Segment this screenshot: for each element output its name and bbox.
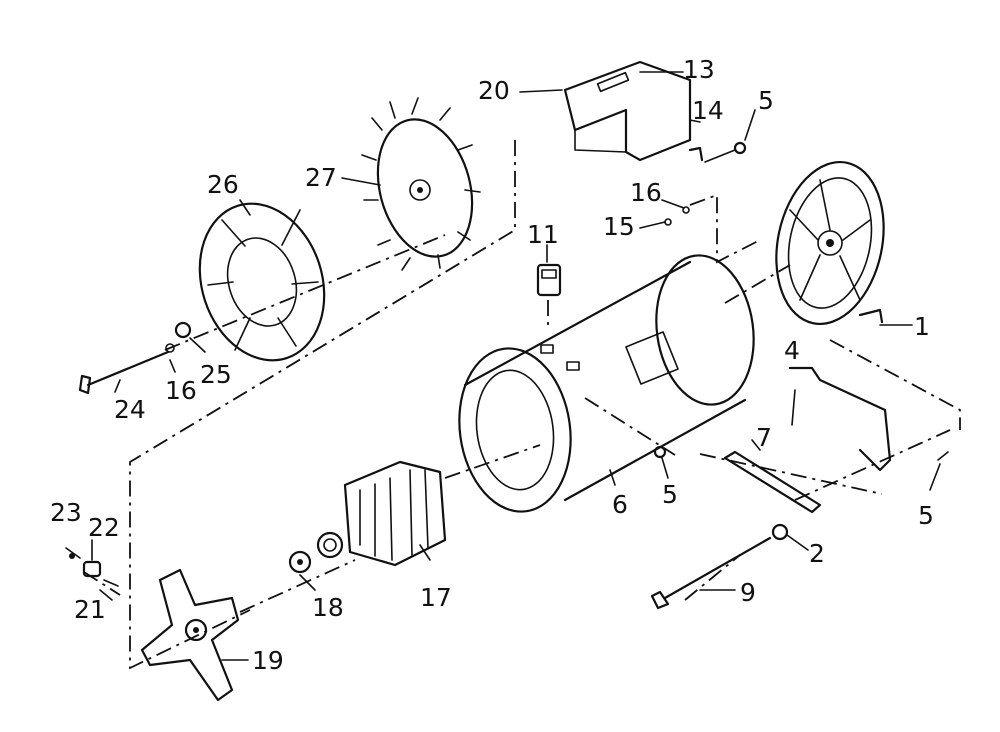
label-part-4: 4	[784, 336, 800, 365]
label-part-25: 25	[200, 360, 232, 389]
label-part-19: 19	[252, 646, 284, 675]
label-part-23: 23	[50, 498, 82, 527]
label-part-1: 1	[914, 312, 930, 341]
label-part-24: 24	[114, 395, 146, 424]
label-part-9: 9	[740, 578, 756, 607]
label-part-2: 2	[809, 539, 825, 568]
brush-parts-drawing	[69, 553, 119, 587]
label-part-11: 11	[527, 220, 559, 249]
label-part-7: 7	[756, 423, 772, 452]
armature-drawing	[316, 460, 447, 567]
shroud-drawing	[563, 60, 692, 162]
label-part-21: 21	[74, 595, 106, 624]
label-part-17: 17	[420, 583, 452, 612]
screw-housing-drawing	[653, 445, 667, 459]
screw-small-drawing	[664, 218, 672, 226]
clip-drawing	[688, 146, 704, 162]
leader-lines	[65, 71, 941, 661]
label-part-5-housing: 5	[662, 480, 678, 509]
fan-guard-drawing	[198, 202, 326, 362]
washer-drawing	[771, 523, 789, 541]
switch-drawing	[536, 263, 562, 297]
left-bolt-drawing	[78, 321, 192, 395]
label-part-16-top: 16	[630, 178, 662, 207]
bearing-drawing	[288, 550, 312, 574]
label-part-6: 6	[612, 490, 628, 519]
right-bolt-drawing	[650, 536, 772, 610]
label-part-20: 20	[478, 76, 510, 105]
stator-housing-drawing	[458, 254, 755, 513]
lock-washer-top-drawing	[682, 206, 690, 214]
label-part-18: 18	[312, 593, 344, 622]
screw-bracket-drawing	[937, 451, 949, 461]
label-part-16-left: 16	[165, 376, 197, 405]
rear-end-bell-drawing	[775, 160, 885, 326]
strap-drawing	[723, 450, 822, 514]
label-part-15: 15	[603, 212, 635, 241]
fan-drawing	[361, 97, 481, 271]
front-end-bell-drawing	[140, 568, 240, 702]
label-part-26: 26	[207, 170, 239, 199]
label-part-22: 22	[88, 513, 120, 542]
label-part-13: 13	[683, 55, 715, 84]
screw-top-drawing	[704, 141, 747, 163]
label-part-5-top: 5	[758, 86, 774, 115]
label-part-5-bracket: 5	[918, 501, 934, 530]
bracket-drawing	[788, 366, 892, 472]
label-part-27: 27	[305, 163, 337, 192]
label-part-14: 14	[692, 96, 724, 125]
